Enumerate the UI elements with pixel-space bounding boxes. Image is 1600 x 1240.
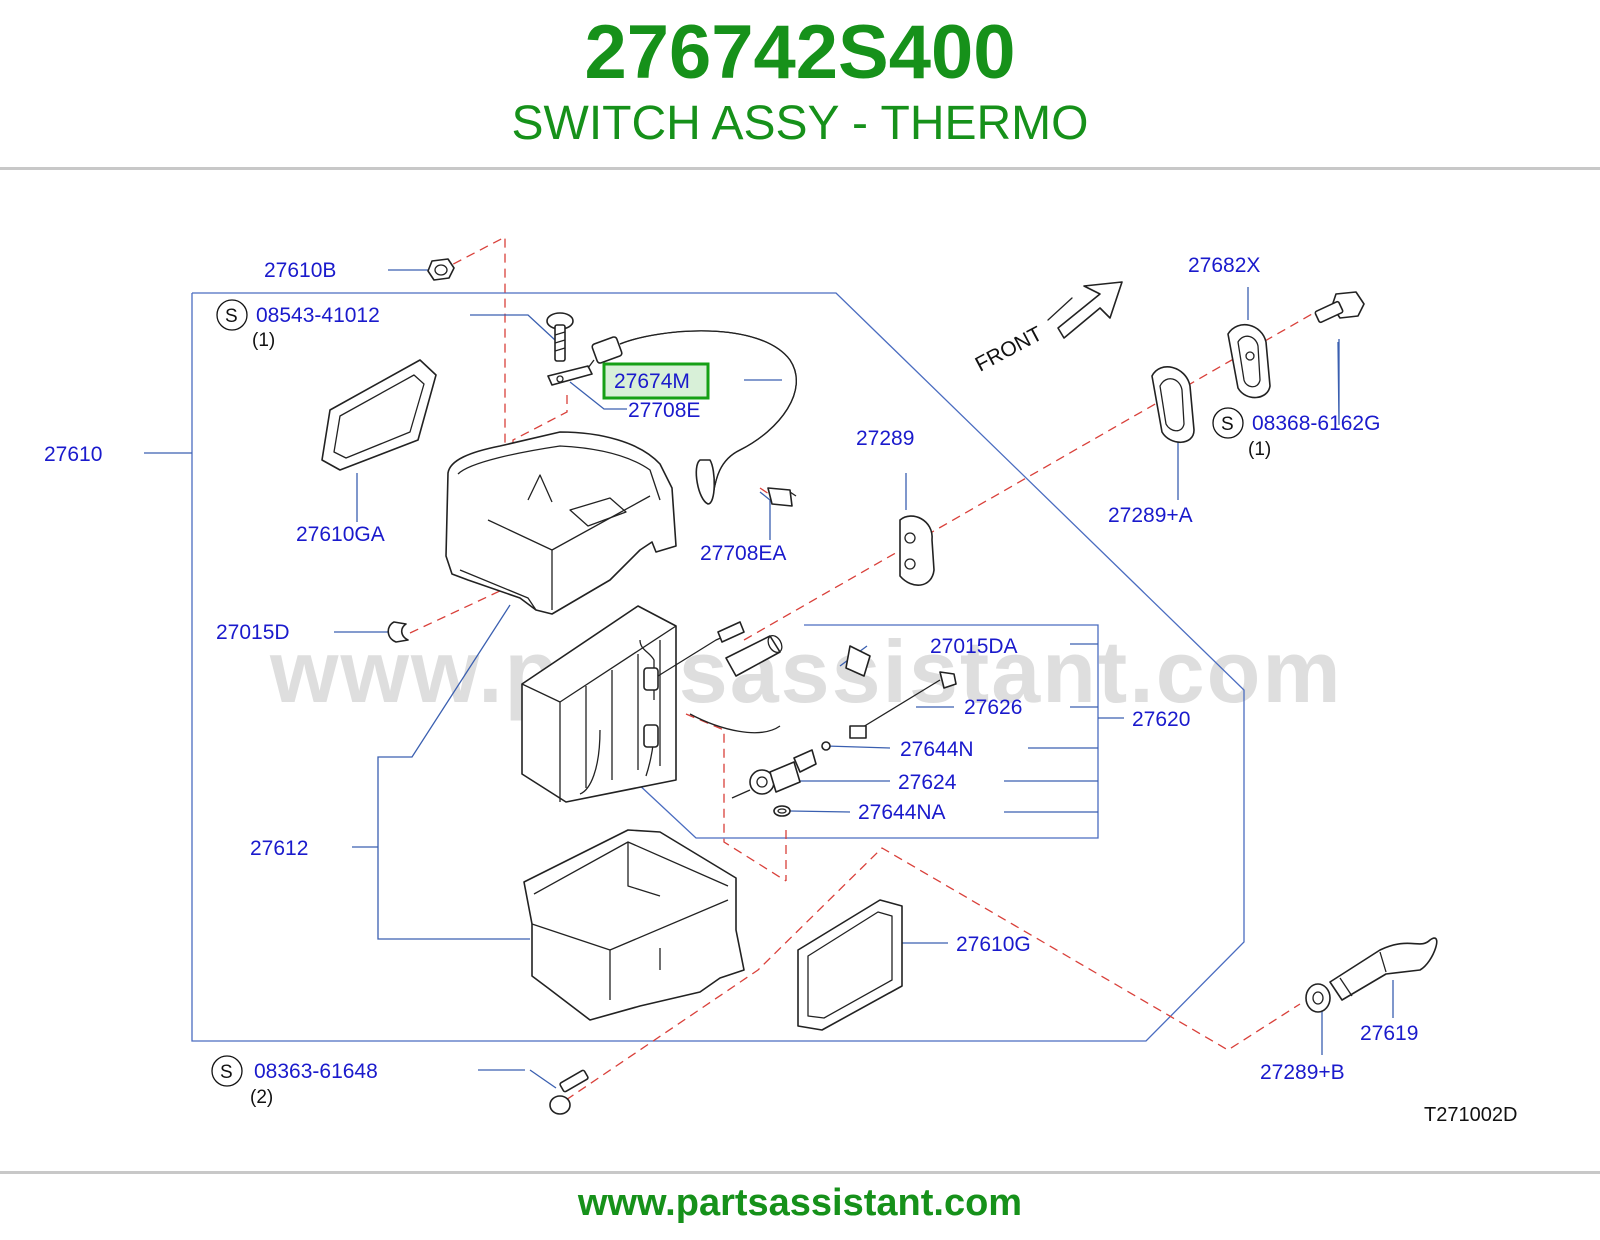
label-27610b[interactable]: 27610B — [264, 259, 336, 282]
label-27644n[interactable]: 27644N — [900, 738, 974, 761]
gasket-27610g — [797, 899, 903, 1031]
standard-part-symbol: S — [211, 1055, 243, 1087]
label-27644na[interactable]: 27644NA — [858, 801, 946, 824]
o-ring-27644na — [773, 805, 791, 817]
part-name-subtitle: SWITCH ASSY - THERMO — [511, 97, 1089, 150]
assembly-frame — [191, 292, 1245, 1042]
thermo-switch-27674m — [587, 330, 797, 505]
nut-27610b — [427, 258, 455, 281]
evaporator-core-27612 — [521, 605, 781, 803]
gasket-27610ga — [321, 359, 437, 471]
leader-lines — [144, 269, 1394, 1089]
standard-part-symbol: S — [1212, 407, 1244, 439]
diagram-code: T271002D — [1424, 1104, 1517, 1126]
qty-08368-6162g: (1) — [1248, 439, 1271, 460]
grommet-27682x — [1227, 323, 1271, 399]
label-27610ga[interactable]: 27610GA — [296, 523, 385, 546]
label-08363-61648[interactable]: 08363-61648 — [254, 1060, 378, 1083]
expansion-valve-27624 — [731, 749, 817, 799]
header-divider — [0, 167, 1600, 170]
label-27626[interactable]: 27626 — [964, 696, 1022, 719]
footer-url-link[interactable]: www.partsassistant.com — [577, 1182, 1023, 1224]
screw-08543-41012 — [546, 312, 574, 362]
label-08543-41012[interactable]: 08543-41012 — [256, 304, 380, 327]
label-27015d[interactable]: 27015D — [216, 621, 290, 644]
alignment-dash-lines — [409, 235, 1313, 1101]
label-27708e[interactable]: 27708E — [628, 399, 700, 422]
label-27708ea[interactable]: 27708EA — [700, 542, 786, 565]
label-27015da[interactable]: 27015DA — [930, 635, 1018, 658]
label-27610g[interactable]: 27610G — [956, 933, 1031, 956]
label-27682x[interactable]: 27682X — [1188, 254, 1260, 277]
subassembly-frame-27620 — [635, 624, 1099, 839]
grommet-27289a — [1151, 366, 1195, 444]
label-27610[interactable]: 27610 — [44, 443, 102, 466]
label-08368-6162g[interactable]: 08368-6162G — [1252, 412, 1380, 435]
label-27620[interactable]: 27620 — [1132, 708, 1190, 731]
label-27619[interactable]: 27619 — [1360, 1022, 1418, 1045]
highlight-box — [602, 362, 710, 400]
clip-27708ea — [767, 487, 797, 507]
footer-divider — [0, 1171, 1600, 1174]
label-27289[interactable]: 27289 — [856, 427, 914, 450]
bolt-08368-6162g — [1314, 291, 1365, 324]
svg-text:S: S — [1221, 414, 1234, 435]
clip-27015d — [387, 621, 409, 643]
upper-case-27610 — [445, 431, 677, 615]
label-27624[interactable]: 27624 — [898, 771, 957, 794]
part-number-title: 276742S400 — [584, 10, 1016, 95]
grommet-27289 — [899, 515, 935, 586]
label-27674m[interactable]: 27674M — [614, 370, 690, 393]
pipe-27626 — [849, 671, 957, 739]
lower-case-27612 — [523, 829, 745, 1021]
svg-text:S: S — [220, 1062, 233, 1083]
page-header: 276742S400 SWITCH ASSY - THERMO — [0, 0, 1600, 168]
bracket-27708e — [547, 365, 593, 386]
label-27289a[interactable]: 27289+A — [1108, 504, 1193, 527]
label-27289b[interactable]: 27289+B — [1260, 1061, 1345, 1084]
qty-08543-41012: (1) — [252, 330, 275, 351]
front-arrow-icon — [1047, 281, 1123, 339]
hose-27619 — [1329, 937, 1438, 1001]
qty-08363-61648: (2) — [250, 1087, 273, 1108]
label-27612[interactable]: 27612 — [250, 837, 308, 860]
grommet-27289b — [1305, 983, 1331, 1013]
standard-part-symbol: S — [216, 299, 248, 331]
sleeve-27015da — [717, 621, 871, 677]
o-ring-27644n — [821, 741, 831, 751]
watermark: www.partsassistant.com — [269, 622, 1343, 721]
front-label: FRONT — [972, 322, 1047, 376]
parts-diagram: www.partsassistant.com — [44, 235, 1517, 1126]
screw-08363-61648 — [549, 1069, 589, 1115]
svg-text:S: S — [225, 306, 238, 327]
